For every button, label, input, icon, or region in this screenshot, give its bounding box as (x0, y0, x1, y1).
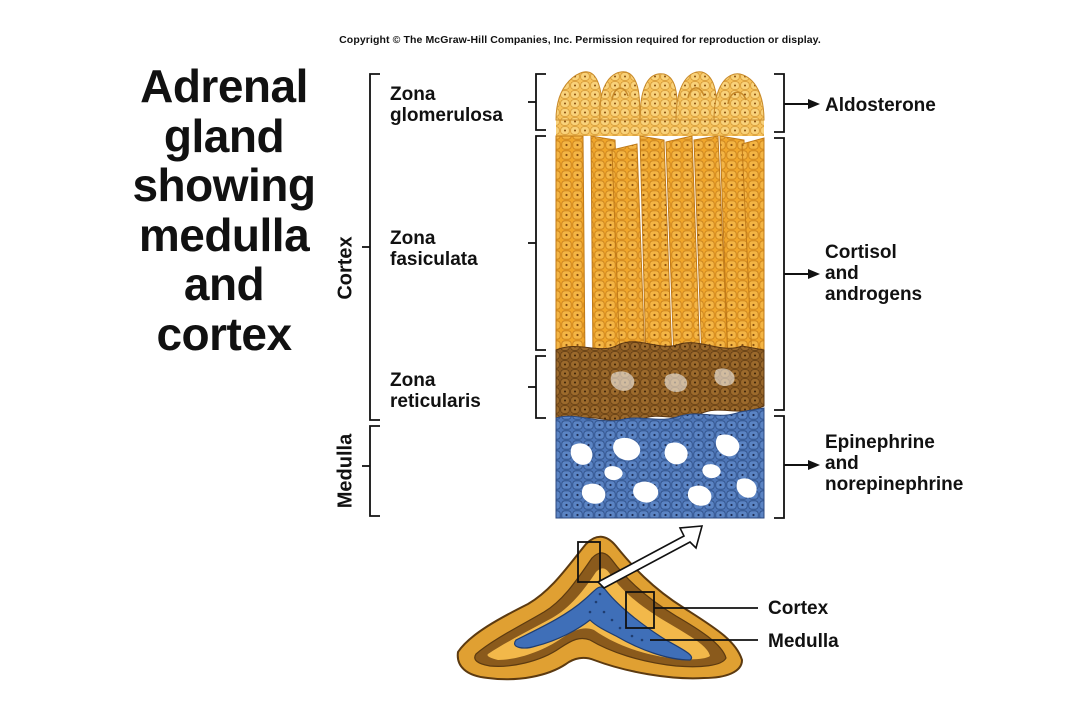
zone-label-line: Zona (390, 370, 436, 391)
gland-medulla-label: Medulla (768, 631, 839, 652)
medulla-region-label: Medulla (334, 433, 357, 509)
zone-label-line: reticularis (390, 391, 481, 412)
aldosterone-label: Aldosterone (825, 95, 936, 116)
copyright-notice: Copyright © The McGraw-Hill Companies, I… (339, 34, 821, 46)
product-label-line: androgens (825, 284, 923, 305)
zona-fasiculata-tissue (555, 135, 765, 361)
zona-reticularis-label: Zona reticularis (390, 370, 481, 412)
medulla-tissue (555, 407, 765, 519)
title-line: showing (132, 159, 316, 211)
title-line: and (183, 258, 265, 310)
zone-label-line: Zona (390, 228, 436, 249)
title-line: medulla (138, 208, 310, 261)
title-line: cortex (156, 307, 292, 360)
product-label-line: and (825, 263, 859, 284)
right-brackets (774, 73, 785, 519)
product-label-line: and (825, 453, 859, 474)
zona-reticularis-tissue (555, 341, 765, 423)
title-line: gland (163, 109, 285, 162)
cortisol-androgens-label: Cortisol and androgens (825, 242, 922, 305)
product-arrows (784, 99, 820, 470)
product-label-line: Cortisol (825, 242, 897, 263)
cortex-region-label: Cortex (334, 236, 357, 300)
left-brackets (362, 73, 546, 517)
zone-label-line: fasiculata (390, 249, 478, 270)
product-label-line: Epinephrine (825, 432, 935, 453)
gland-cortex-label: Cortex (768, 598, 829, 619)
product-label-line: Aldosterone (825, 95, 936, 116)
figure-title: Adrenal gland showing medulla and cortex (108, 60, 340, 360)
epinephrine-label: Epinephrine and norepinephrine (825, 432, 963, 495)
zona-fasiculata-label: Zona fasiculata (390, 228, 478, 270)
title-line: Adrenal (140, 60, 308, 112)
product-label-line: norepinephrine (825, 474, 964, 495)
tissue-column (555, 70, 765, 519)
zone-label-line: Zona (390, 84, 436, 105)
gland-cross-section (456, 525, 758, 681)
zona-glomerulosa-label: Zona glomerulosa (390, 84, 503, 126)
zona-glomerulosa-tissue (555, 71, 765, 138)
zone-label-line: glomerulosa (390, 105, 503, 126)
